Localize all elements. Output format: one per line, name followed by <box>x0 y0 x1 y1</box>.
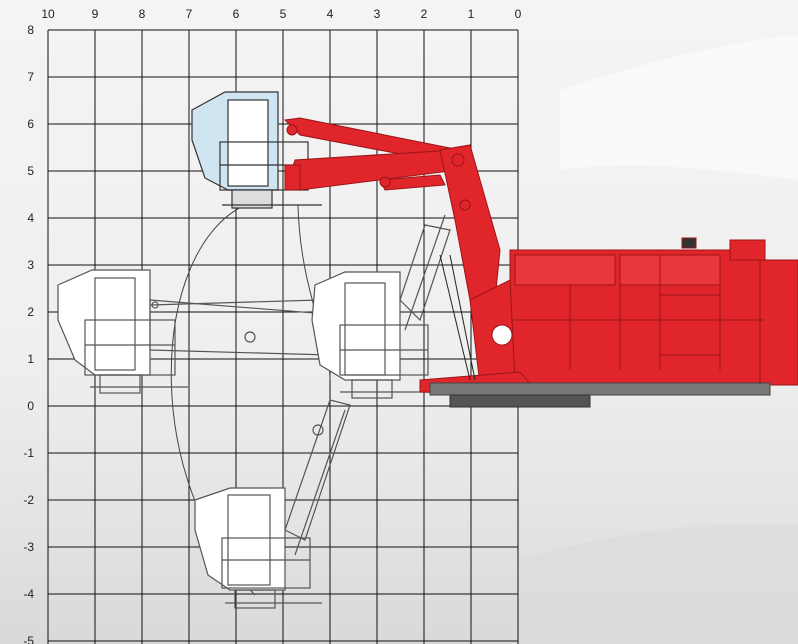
cab-middle-position <box>311 214 451 399</box>
y-axis-ticks: 8 7 6 5 4 3 2 1 0 -1 -2 -3 -4 -5 <box>23 23 34 644</box>
cab-bottom-position <box>194 399 351 609</box>
y-tick-label: -1 <box>23 446 34 460</box>
x-tick-label: 6 <box>233 7 240 21</box>
x-tick-label: 10 <box>41 7 55 21</box>
x-tick-label: 2 <box>421 7 428 21</box>
red-drill-rig-illustration <box>419 237 798 408</box>
y-tick-label: -4 <box>23 587 34 601</box>
red-boom-arm <box>283 117 501 301</box>
x-tick-label: 0 <box>515 7 522 21</box>
cab-left-position <box>57 269 341 394</box>
x-tick-label: 3 <box>374 7 381 21</box>
x-tick-label: 8 <box>139 7 146 21</box>
x-tick-label: 5 <box>280 7 287 21</box>
x-tick-label: 7 <box>186 7 193 21</box>
y-tick-label: 3 <box>27 258 34 272</box>
x-tick-label: 9 <box>92 7 99 21</box>
x-tick-label: 4 <box>327 7 334 21</box>
y-tick-label: 2 <box>27 305 34 319</box>
y-tick-label: 6 <box>27 117 34 131</box>
y-tick-label: -5 <box>23 634 34 644</box>
y-tick-label: 5 <box>27 164 34 178</box>
x-tick-label: 1 <box>468 7 475 21</box>
y-tick-label: -2 <box>23 493 34 507</box>
y-tick-label: -3 <box>23 540 34 554</box>
y-tick-label: 0 <box>27 399 34 413</box>
y-tick-label: 4 <box>27 211 34 225</box>
y-tick-label: 7 <box>27 70 34 84</box>
cab-top-position <box>191 91 322 209</box>
y-tick-label: 8 <box>27 23 34 37</box>
y-tick-label: 1 <box>27 352 34 366</box>
